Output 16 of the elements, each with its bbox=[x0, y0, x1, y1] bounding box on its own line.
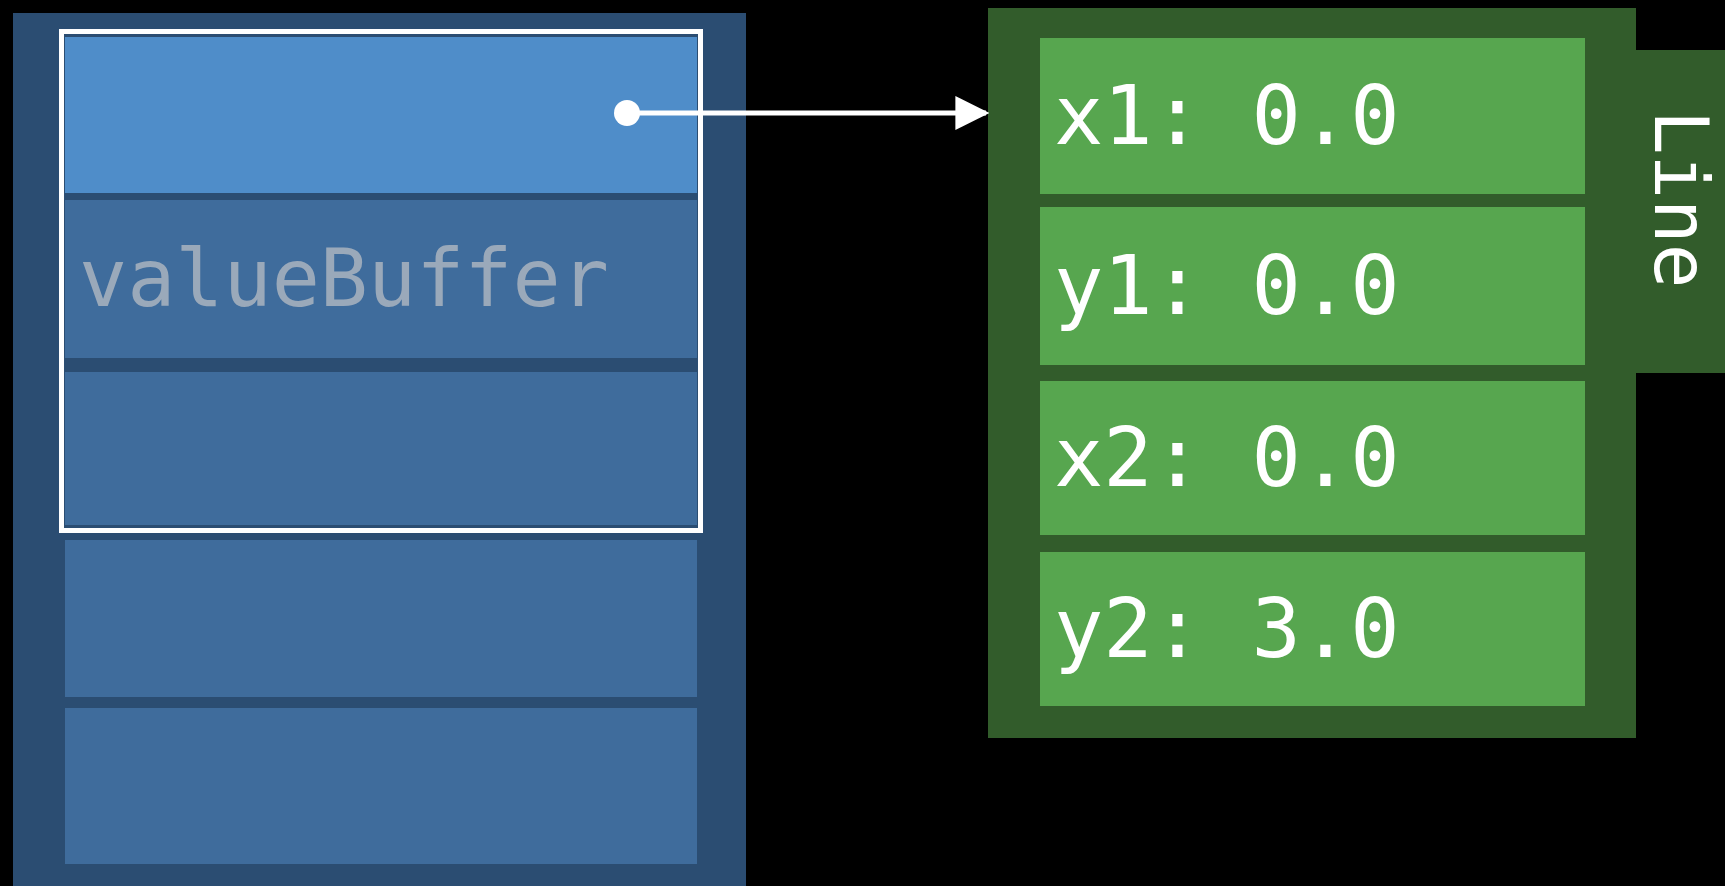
field-box bbox=[1040, 381, 1585, 535]
name-tab: Line bbox=[1636, 50, 1725, 373]
memory-slot bbox=[65, 708, 697, 864]
memory-slot bbox=[65, 372, 697, 525]
memory-slot bbox=[65, 200, 697, 358]
field-box bbox=[1040, 38, 1585, 194]
variable-label: valueBuffer bbox=[79, 239, 609, 319]
field-label: x1: 0.0 bbox=[1054, 75, 1400, 157]
memory-slot bbox=[65, 540, 697, 697]
pointer-arrow bbox=[614, 96, 990, 130]
memory-column bbox=[13, 13, 746, 886]
field-box bbox=[1040, 207, 1585, 365]
buffer-outline bbox=[62, 32, 700, 530]
field-label: x2: 0.0 bbox=[1054, 417, 1400, 499]
memory-slot bbox=[65, 37, 697, 193]
field-box bbox=[1040, 552, 1585, 706]
